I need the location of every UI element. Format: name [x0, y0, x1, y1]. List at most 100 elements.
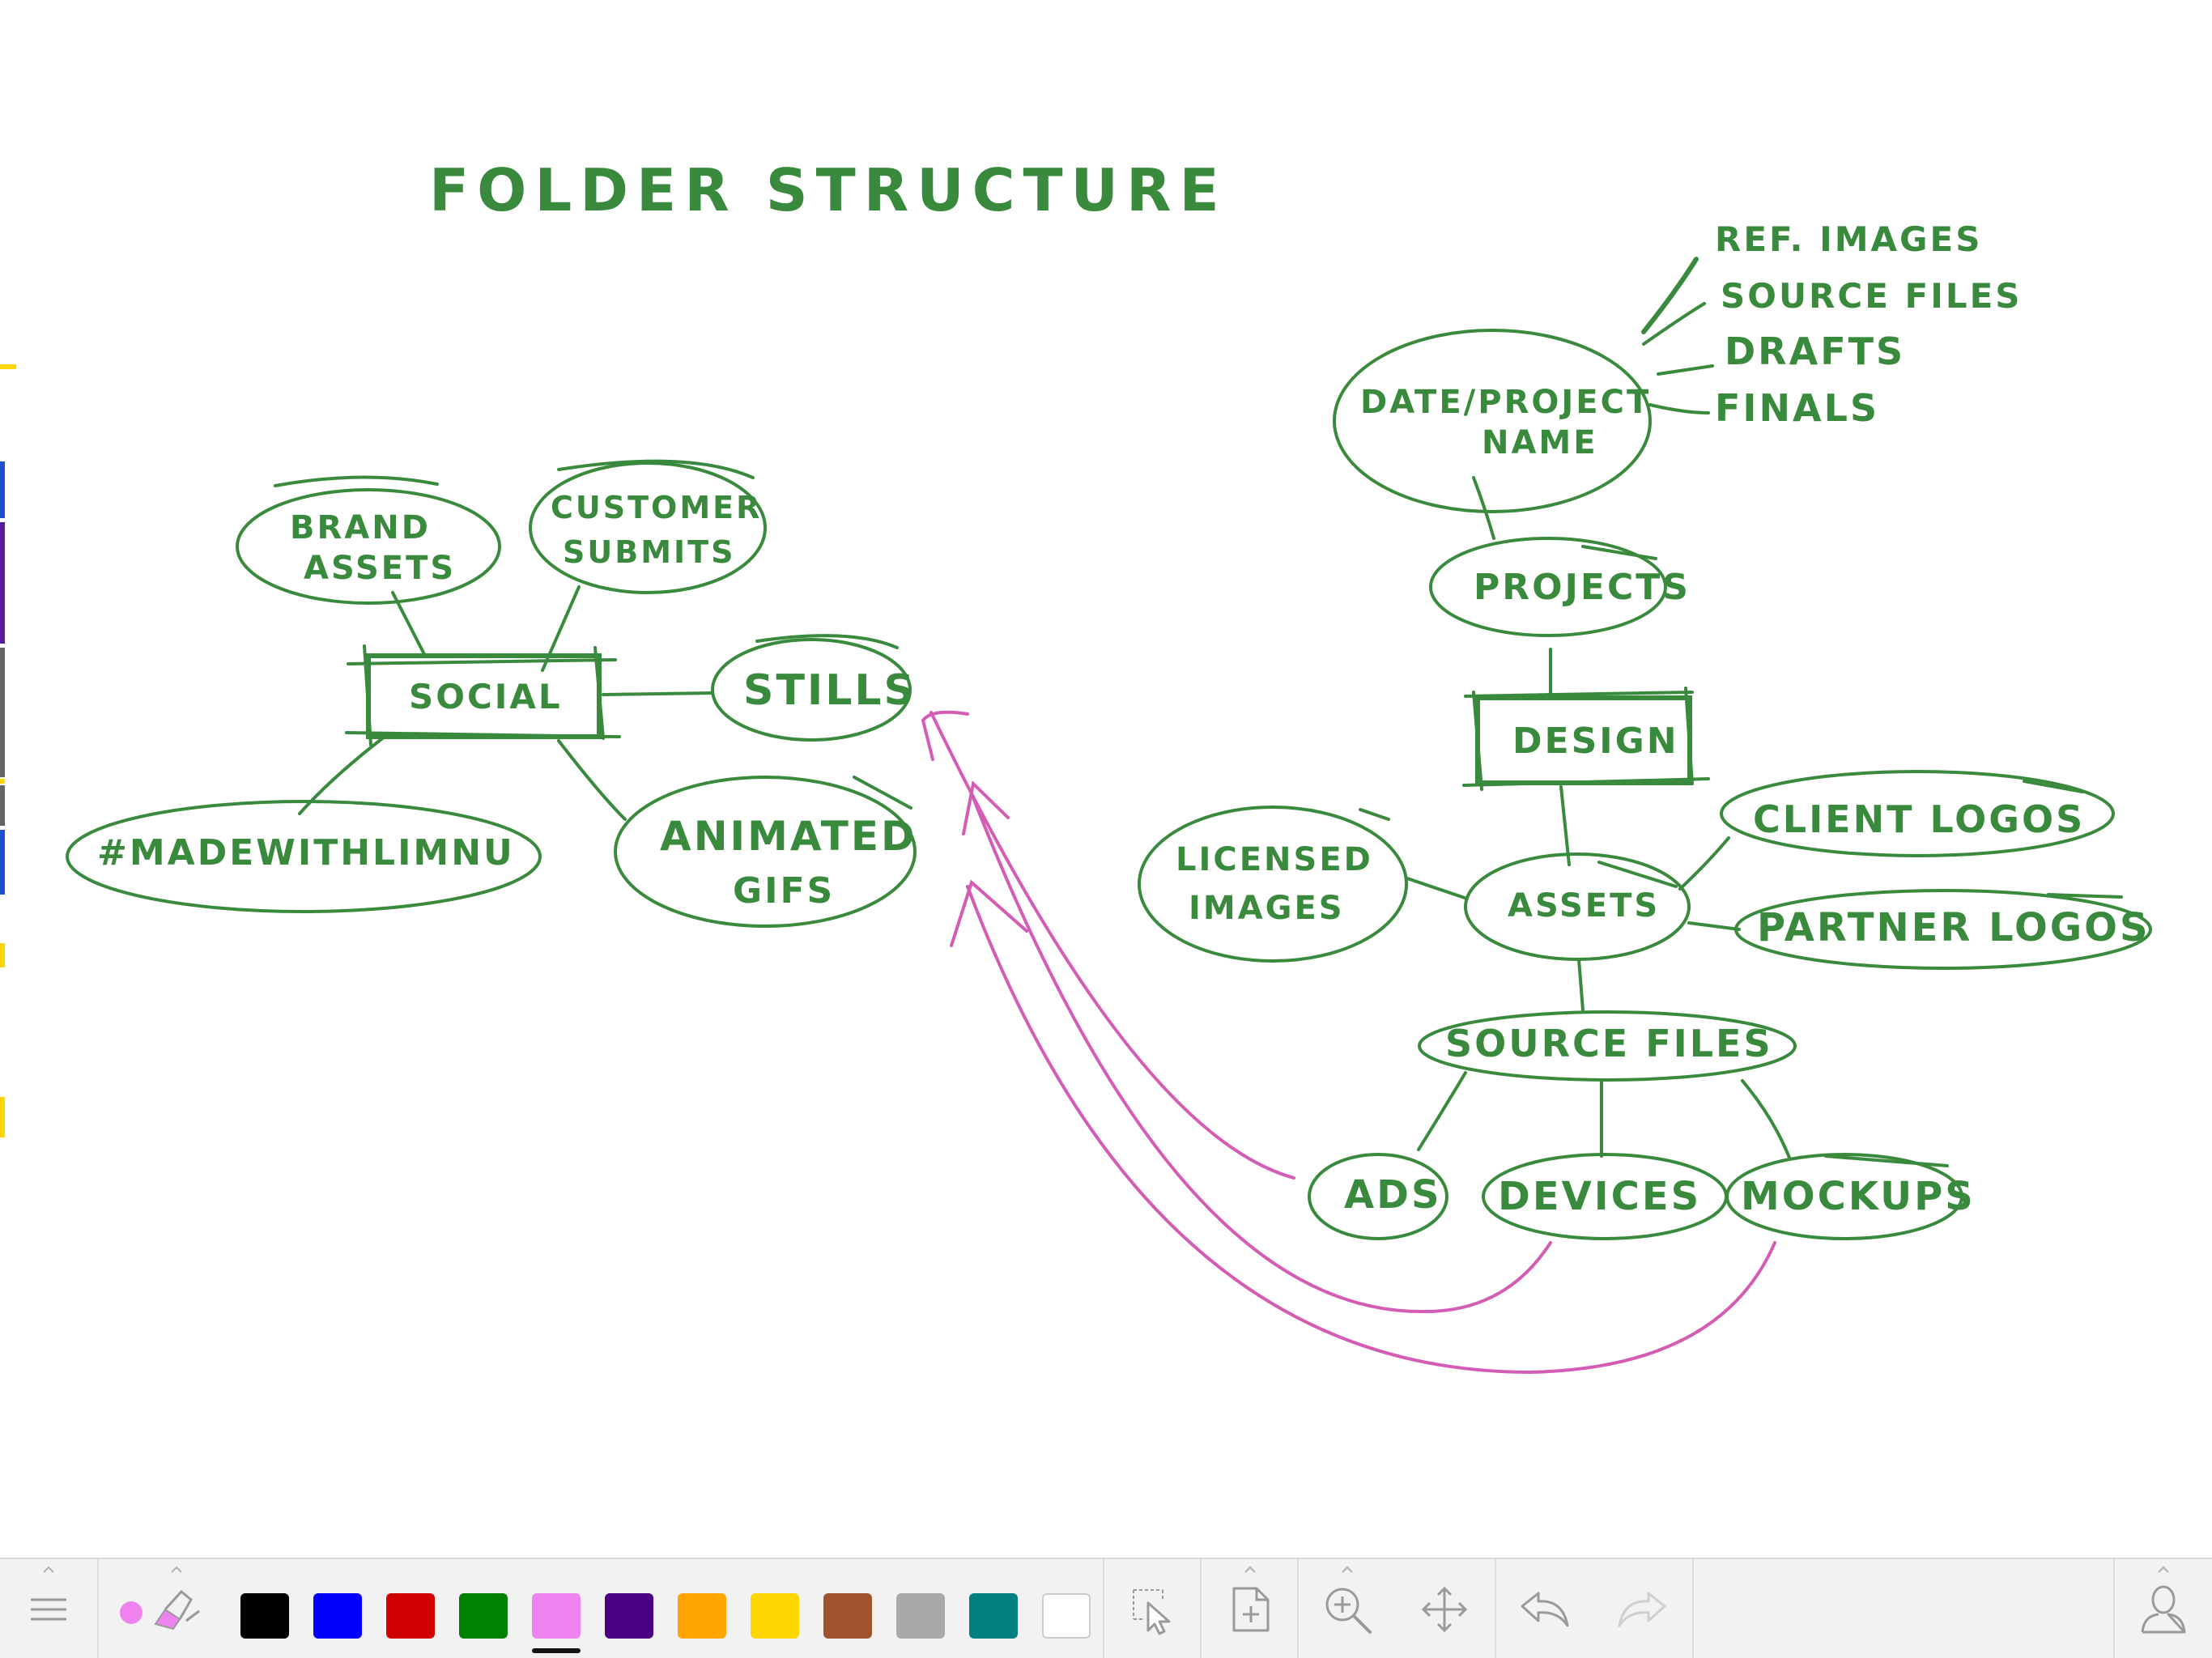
toolbar-divider	[1297, 1559, 1299, 1658]
toolbar-divider	[1495, 1559, 1496, 1658]
node-animated-gifs: ANIMATED GIFS	[614, 776, 917, 928]
label-mockups: MOCKUPS	[1741, 1174, 1976, 1219]
label-source-files: SOURCE FILES	[1445, 1022, 1773, 1065]
board-title: FOLDER STRUCTURE	[429, 156, 1227, 224]
arrow-ads-to-stills	[929, 711, 1295, 1180]
zoom-in-icon	[1325, 1588, 1372, 1634]
connector-assets-licensed	[1406, 877, 1469, 900]
edge-strip-gold	[0, 779, 5, 784]
toolbar-divider	[2113, 1559, 2115, 1658]
swatch-blue[interactable]	[313, 1593, 362, 1639]
arrow-mockups-to-limnu	[966, 885, 1776, 1375]
swatch-orange[interactable]	[678, 1593, 726, 1639]
pen-tool-button[interactable]	[99, 1559, 220, 1658]
connector-design-assets	[1559, 785, 1571, 866]
whiteboard-drawing: FOLDER STRUCTURE SOCIAL BRAND ASSETS CUS…	[66, 156, 2152, 1375]
redo-icon	[1618, 1592, 1666, 1627]
connector-social-gifs	[557, 739, 627, 821]
swatch-red[interactable]	[386, 1593, 435, 1639]
menu-button[interactable]	[0, 1559, 97, 1658]
node-mockups: MOCKUPS	[1725, 1153, 1976, 1240]
node-date-project-name: DATE/PROJECT NAME	[1333, 329, 1652, 513]
select-tool-button[interactable]	[1104, 1559, 1202, 1658]
label-assets: ASSETS	[1508, 887, 1660, 925]
swatch-teal[interactable]	[969, 1593, 1018, 1639]
connector-social-brand	[391, 591, 427, 657]
label-licensed-2: IMAGES	[1189, 890, 1345, 927]
label-brand-assets-2: ASSETS	[304, 550, 456, 587]
edge-strip-purple	[0, 522, 5, 644]
edge-strip-blue	[0, 461, 5, 518]
edge-mark	[0, 364, 16, 369]
user-button[interactable]	[2115, 1559, 2212, 1658]
bottom-toolbar	[0, 1558, 2212, 1658]
node-design: DESIGN	[1462, 687, 1710, 791]
label-social: SOCIAL	[409, 677, 563, 716]
arrow-devices-to-gifs	[970, 792, 1552, 1314]
swatch-sienna[interactable]	[823, 1593, 872, 1639]
swatch-gray[interactable]	[896, 1593, 945, 1639]
whiteboard-canvas[interactable]: FOLDER STRUCTURE SOCIAL BRAND ASSETS CUS…	[0, 0, 2212, 1558]
label-stills: STILLS	[743, 666, 917, 715]
connector-social-limnu	[298, 735, 386, 815]
label-projects: PROJECTS	[1474, 567, 1691, 608]
connector-assets-client	[1678, 836, 1730, 891]
label-customer-submits-2: SUBMITS	[563, 534, 735, 570]
add-page-button[interactable]	[1202, 1559, 1299, 1658]
label-ref-images: REF. IMAGES	[1715, 219, 1982, 259]
swatch-gold[interactable]	[751, 1593, 799, 1639]
toolbar-divider	[1103, 1559, 1104, 1658]
node-social: SOCIAL	[345, 644, 621, 746]
edge-strip-gray	[0, 648, 5, 777]
node-made-with-limnu: #MADEWITHLIMNU	[66, 800, 542, 913]
node-brand-assets: BRAND ASSETS	[236, 475, 501, 605]
connector-assets-partner	[1687, 921, 1741, 931]
connector-assets-source	[1577, 958, 1585, 1012]
label-made-with-limnu: #MADEWITHLIMNU	[97, 832, 515, 874]
swatch-indigo[interactable]	[605, 1593, 653, 1639]
edge-strip-yellow2	[0, 1097, 5, 1137]
connector-source-mockups	[1741, 1079, 1791, 1159]
swatch-white[interactable]	[1042, 1593, 1091, 1639]
label-devices: DEVICES	[1498, 1174, 1701, 1219]
selected-swatch-indicator	[532, 1648, 581, 1653]
toolbar-divider	[97, 1559, 99, 1658]
label-brand-assets-1: BRAND	[290, 509, 431, 546]
connector-social-stills	[602, 691, 714, 696]
edge-strip-yellow	[0, 943, 5, 967]
node-projects: PROJECTS	[1429, 537, 1691, 637]
label-date-project-2: NAME	[1482, 424, 1598, 461]
toolbar-divider	[1692, 1559, 1694, 1658]
label-finals: FINALS	[1715, 386, 1879, 430]
swatch-violet[interactable]	[532, 1593, 581, 1639]
arrow-devices-to-gifs-head	[962, 780, 1010, 835]
label-animated-gifs-1: ANIMATED	[660, 813, 917, 860]
label-date-project-1: DATE/PROJECT	[1360, 384, 1651, 421]
node-ads: ADS	[1308, 1153, 1448, 1240]
chevron-up-icon	[43, 1566, 54, 1573]
redo-button[interactable]	[1593, 1559, 1691, 1658]
connector-date-drafts	[1657, 364, 1714, 376]
zoom-button[interactable]	[1299, 1559, 1396, 1658]
node-partner-logos: PARTNER LOGOS	[1734, 889, 2152, 970]
chevron-up-icon	[1342, 1566, 1353, 1573]
edge-strip-blue2	[0, 830, 5, 895]
node-licensed-images: LICENSED IMAGES	[1138, 806, 1408, 963]
pan-move-icon	[1421, 1586, 1468, 1633]
node-assets: ASSETS	[1464, 852, 1691, 961]
connector-date-source	[1642, 302, 1706, 346]
chevron-up-icon	[171, 1566, 182, 1573]
arrow-mockups-to-limnu-head	[950, 879, 1028, 947]
arrow-ads-to-stills-head	[921, 710, 969, 761]
connector-date-ref	[1641, 257, 1699, 334]
pan-button[interactable]	[1396, 1559, 1493, 1658]
connector-date-finals	[1648, 403, 1710, 414]
add-page-icon	[1232, 1587, 1270, 1632]
swatch-black[interactable]	[240, 1593, 289, 1639]
chevron-up-icon	[1244, 1566, 1256, 1573]
connector-date-projects	[1472, 476, 1495, 540]
undo-button[interactable]	[1496, 1559, 1593, 1658]
node-customer-submits: CUSTOMER SUBMITS	[529, 459, 767, 594]
undo-icon	[1521, 1592, 1569, 1627]
swatch-green[interactable]	[459, 1593, 508, 1639]
